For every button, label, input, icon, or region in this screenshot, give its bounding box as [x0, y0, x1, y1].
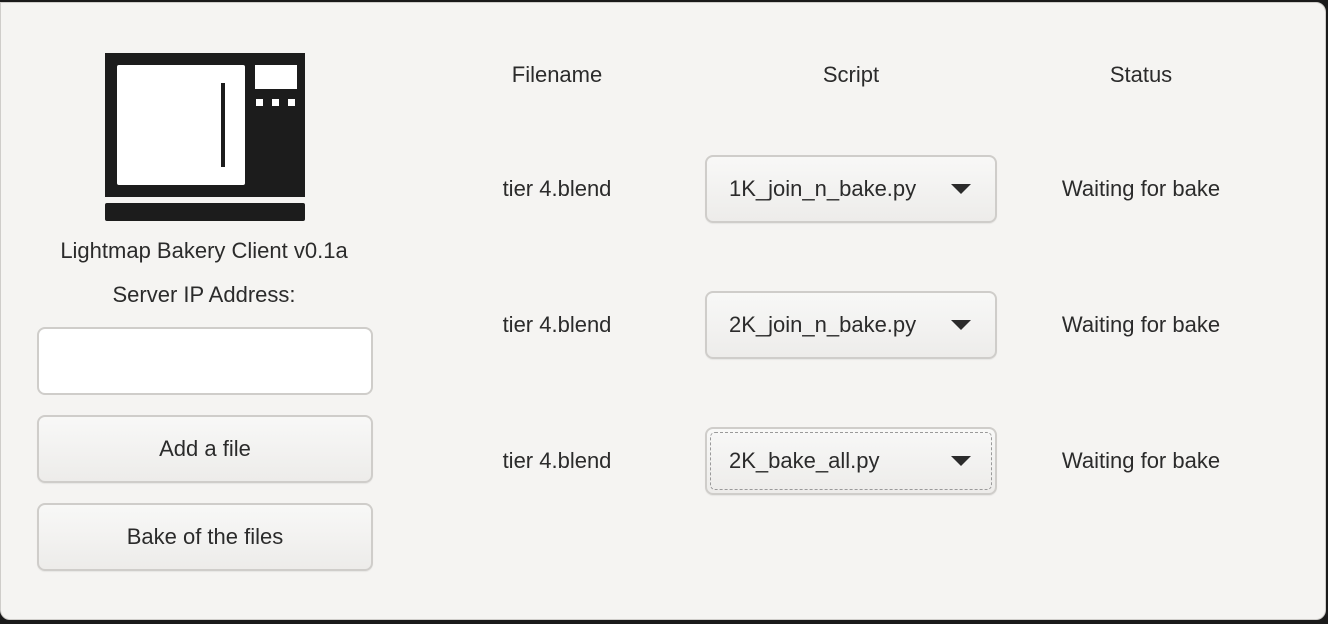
oven-icon	[105, 53, 305, 221]
chevron-down-icon	[951, 456, 971, 466]
column-header-status: Status	[1109, 62, 1173, 87]
bake-files-button[interactable]: Bake of the files	[37, 503, 373, 571]
add-file-button[interactable]: Add a file	[37, 415, 373, 483]
server-ip-label: Server IP Address:	[112, 282, 296, 307]
row-2-status: Waiting for bake	[1061, 312, 1221, 337]
chevron-down-icon	[951, 320, 971, 330]
row-1-filename: tier 4.blend	[502, 176, 612, 201]
column-header-script: Script	[822, 62, 880, 87]
row-2-script-dropdown[interactable]: 2K_join_n_bake.py	[705, 291, 997, 359]
server-ip-input[interactable]	[37, 327, 373, 395]
column-header-filename: Filename	[511, 62, 603, 87]
chevron-down-icon	[951, 184, 971, 194]
app-title: Lightmap Bakery Client v0.1a	[60, 238, 348, 263]
row-3-script-dropdown[interactable]: 2K_bake_all.py	[705, 427, 997, 495]
row-2-filename: tier 4.blend	[502, 312, 612, 337]
row-2-script-value: 2K_join_n_bake.py	[729, 312, 917, 337]
row-1-status: Waiting for bake	[1061, 176, 1221, 201]
row-1-script-value: 1K_join_n_bake.py	[729, 176, 917, 201]
row-3-script-value: 2K_bake_all.py	[729, 448, 880, 473]
row-1-script-dropdown[interactable]: 1K_join_n_bake.py	[705, 155, 997, 223]
row-3-filename: tier 4.blend	[502, 448, 612, 473]
row-3-status: Waiting for bake	[1061, 448, 1221, 473]
